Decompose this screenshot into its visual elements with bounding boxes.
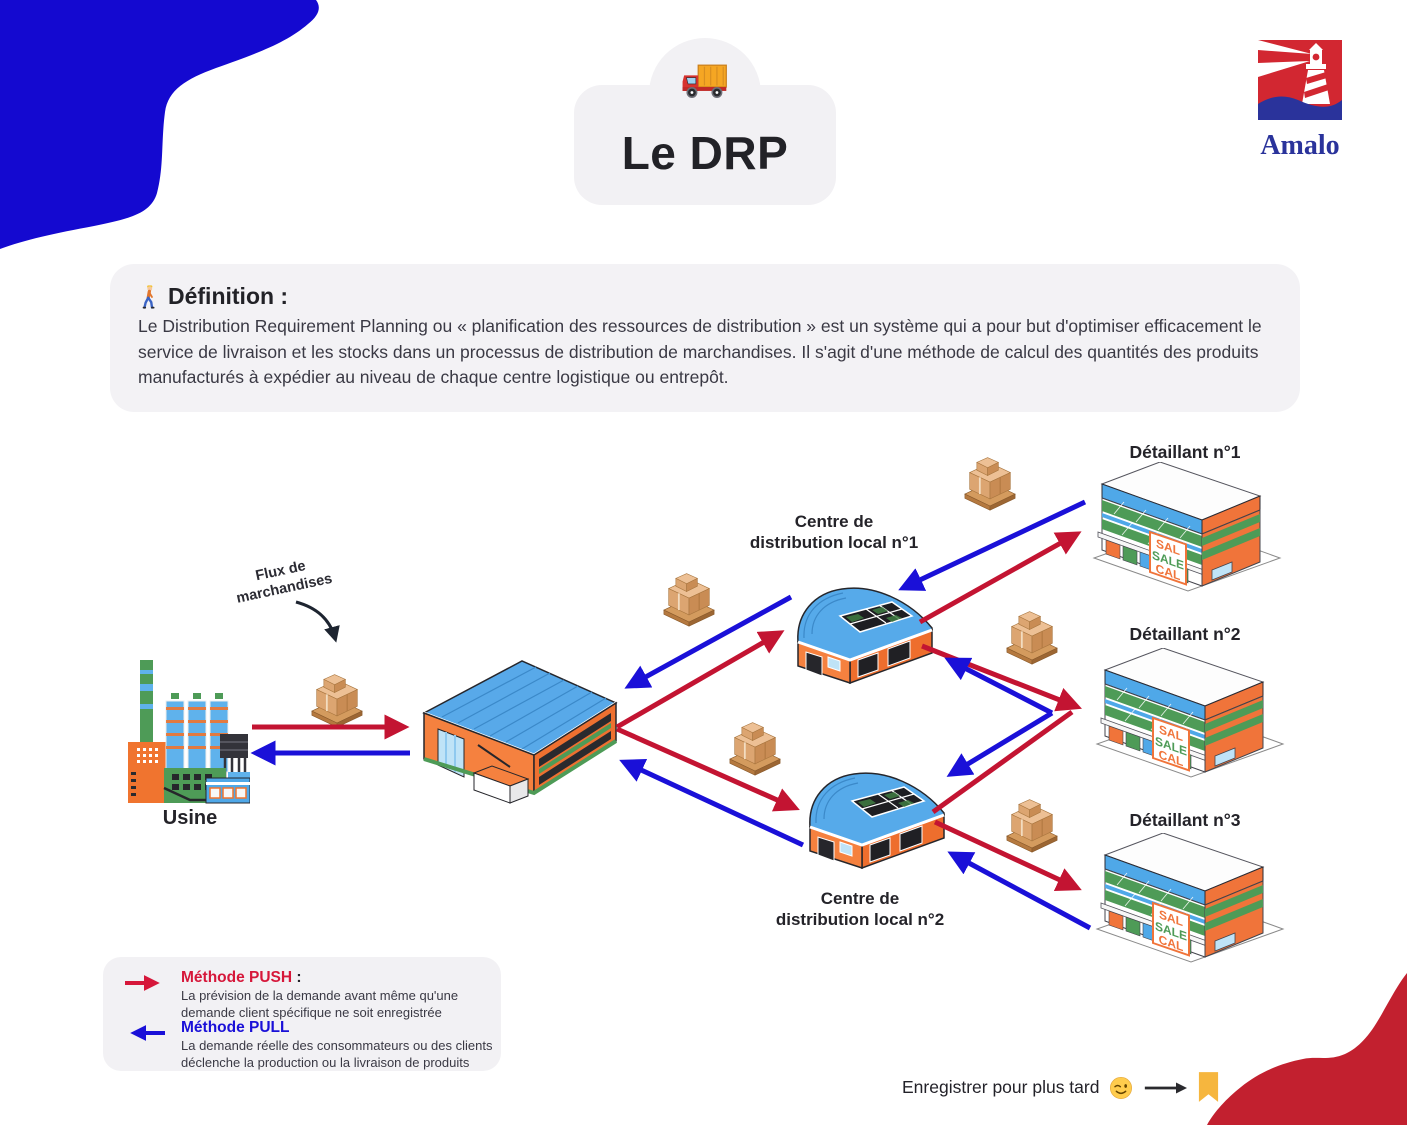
factory-label: Usine xyxy=(162,807,218,829)
pallet-right-top xyxy=(963,457,1017,512)
pallet-right-middle xyxy=(1005,611,1059,666)
pull-arrow-icon xyxy=(130,1025,165,1041)
dc2-label-line2: distribution local n°2 xyxy=(775,910,945,930)
factory-illustration xyxy=(126,660,250,805)
pallet-right-bottom xyxy=(1005,799,1059,854)
legend-pull-row: Méthode PULL La demande réelle des conso… xyxy=(121,1019,511,1072)
push-arrow-dc2-retailer3 xyxy=(933,819,1082,891)
retailer-2-illustration xyxy=(1096,648,1284,778)
retailer-3-illustration xyxy=(1096,833,1284,963)
distribution-center-1-label: Centre de distribution local n°1 xyxy=(734,511,934,554)
distribution-center-2-label: Centre de distribution local n°2 xyxy=(760,888,960,931)
pull-arrow-retailer2-dc1 xyxy=(944,657,1054,716)
retailer-2-label: Détaillant n°2 xyxy=(1129,624,1241,644)
push-arrow-icon xyxy=(125,975,160,991)
bottom-right-blob xyxy=(1207,973,1407,1125)
bookmark-icon[interactable] xyxy=(1197,1072,1220,1103)
push-arrow-dc1-retailer2 xyxy=(921,643,1082,712)
push-method-title: Méthode PUSH : xyxy=(181,969,302,986)
amalo-wordmark: Amalo xyxy=(1260,130,1339,161)
central-warehouse-illustration xyxy=(422,659,618,805)
retailer-3-label: Détaillant n°3 xyxy=(1129,810,1241,830)
legend-push-row: Méthode PUSH : La prévision de la demand… xyxy=(121,969,511,1022)
legend-panel: Méthode PUSH : La prévision de la demand… xyxy=(103,957,501,1071)
top-left-blob xyxy=(0,0,319,249)
right-arrow-icon xyxy=(1145,1082,1188,1093)
pull-arrow-retailer2-dc2 xyxy=(946,710,1054,777)
pull-method-title: Méthode PULL xyxy=(181,1019,290,1036)
distribution-center-1-illustration xyxy=(796,586,934,684)
definition-card xyxy=(110,264,1300,412)
push-arrows xyxy=(252,531,1082,891)
dc1-label-line1: Centre de xyxy=(794,512,874,531)
walking-person-icon xyxy=(142,285,155,309)
flux-curved-arrow xyxy=(295,600,340,643)
pull-arrow-retailer3-dc2 xyxy=(947,851,1092,931)
push-arrow-dc2-retailer2 xyxy=(931,709,1074,815)
definition-body: Le Distribution Requirement Planning ou … xyxy=(138,316,1262,388)
pull-arrow-dc2-warehouse xyxy=(619,759,805,848)
save-for-later-row: Enregistrer pour plus tard xyxy=(902,1072,1220,1103)
pallet-lower-middle xyxy=(728,722,782,777)
pull-arrows xyxy=(250,499,1092,931)
retailer-1-label: Détaillant n°1 xyxy=(1129,442,1241,462)
wink-emoji-icon xyxy=(1110,1076,1133,1099)
pull-arrow-dc1-warehouse xyxy=(624,594,793,689)
push-arrow-warehouse-dc2 xyxy=(615,726,800,812)
page-title: Le DRP xyxy=(621,127,789,179)
pull-method-description: La demande réelle des consommateurs ou d… xyxy=(181,1038,493,1071)
dc1-label-line2: distribution local n°1 xyxy=(749,533,919,553)
definition-heading: Définition : xyxy=(168,283,289,309)
push-method-description: La prévision de la demande avant même qu… xyxy=(181,988,459,1021)
retailer-1-illustration xyxy=(1093,462,1281,592)
push-arrow-dc1-retailer1 xyxy=(918,531,1082,625)
amalo-logo: Amalo xyxy=(1258,40,1342,161)
pull-arrow-retailer1-dc1 xyxy=(898,499,1087,591)
save-for-later-text: Enregistrer pour plus tard xyxy=(902,1077,1100,1097)
title-card xyxy=(574,85,836,205)
delivery-truck-icon xyxy=(682,64,727,98)
push-title-colon: : xyxy=(292,969,302,986)
dc2-label-line1: Centre de xyxy=(820,889,900,908)
pallet-factory xyxy=(310,674,364,729)
push-arrow-warehouse-dc1 xyxy=(615,630,785,730)
pallet-upper-middle xyxy=(662,573,716,628)
distribution-center-2-illustration xyxy=(808,771,946,869)
